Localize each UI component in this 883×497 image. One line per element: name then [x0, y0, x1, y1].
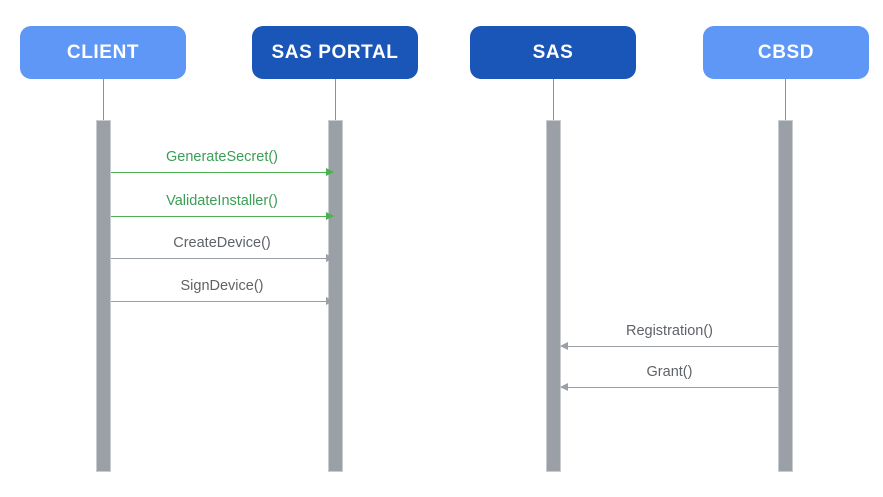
actor-label-cbsd: CBSD — [757, 41, 815, 63]
actor-box-cbsd[interactable]: CBSD — [703, 26, 869, 79]
arrowhead-icon — [326, 168, 334, 176]
message-label: Grant() — [646, 364, 693, 381]
activation-bar-sas — [546, 120, 561, 472]
arrowhead-icon — [326, 254, 334, 262]
message-label: Registration() — [625, 323, 714, 340]
arrowhead-icon — [326, 212, 334, 220]
arrowhead-icon — [326, 297, 334, 305]
arrowhead-icon — [560, 342, 568, 350]
activation-bar-sas-portal — [328, 120, 343, 472]
lifeline-sas-portal — [335, 79, 336, 120]
message-line — [111, 216, 333, 217]
lifeline-sas — [553, 79, 554, 120]
message-line — [111, 258, 333, 259]
message-line — [561, 387, 778, 388]
arrowhead-icon — [560, 383, 568, 391]
message-label: GenerateSecret() — [165, 149, 279, 166]
actor-label-client: CLIENT — [66, 41, 140, 63]
actor-box-sas-portal[interactable]: SAS PORTAL — [252, 26, 418, 79]
message-line — [111, 301, 333, 302]
message-label: ValidateInstaller() — [166, 193, 278, 210]
activation-bar-cbsd — [778, 120, 793, 472]
activation-bar-client — [96, 120, 111, 472]
message-line — [111, 172, 333, 173]
actor-box-sas[interactable]: SAS — [470, 26, 636, 79]
message-label: CreateDevice() — [173, 235, 271, 252]
lifeline-cbsd — [785, 79, 786, 120]
lifeline-client — [103, 79, 104, 120]
actor-label-sas: SAS — [532, 41, 574, 63]
message-line — [561, 346, 778, 347]
message-label: SignDevice() — [180, 278, 264, 295]
actor-label-sas-portal: SAS PORTAL — [271, 41, 399, 63]
actor-box-client[interactable]: CLIENT — [20, 26, 186, 79]
